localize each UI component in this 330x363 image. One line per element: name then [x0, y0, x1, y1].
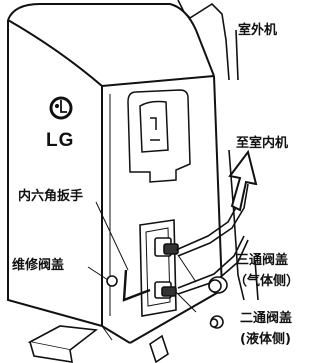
brand-logo-text: LG: [46, 130, 75, 151]
unit-feet: [27, 325, 169, 363]
removed-valve-caps: [208, 276, 228, 329]
service-cap-circle: [106, 275, 118, 287]
label-to-indoor-unit: 至室内机: [236, 136, 289, 151]
unit-body: [7, 3, 224, 344]
label-service-valve-cap: 维修阀盖: [12, 258, 65, 273]
pointer-lines: [87, 201, 197, 313]
label-three-way-valve-side: （气体侧）: [234, 274, 300, 289]
label-outdoor-unit: 室外机: [238, 23, 278, 38]
lg-logo-mark: [49, 96, 73, 120]
panel-shading: [101, 325, 113, 341]
label-three-way-valve-cap: 三通阀盖: [236, 253, 289, 268]
label-two-way-valve-side: (液体侧): [240, 332, 291, 347]
arrow-to-indoor: [228, 149, 258, 212]
valve-bracket: [139, 219, 177, 317]
label-hex-wrench: 内六角扳手: [18, 189, 84, 204]
side-panel-recess: [127, 89, 191, 183]
hex-wrench: [122, 269, 151, 302]
label-two-way-valve-cap: 二通阀盖: [240, 311, 293, 326]
